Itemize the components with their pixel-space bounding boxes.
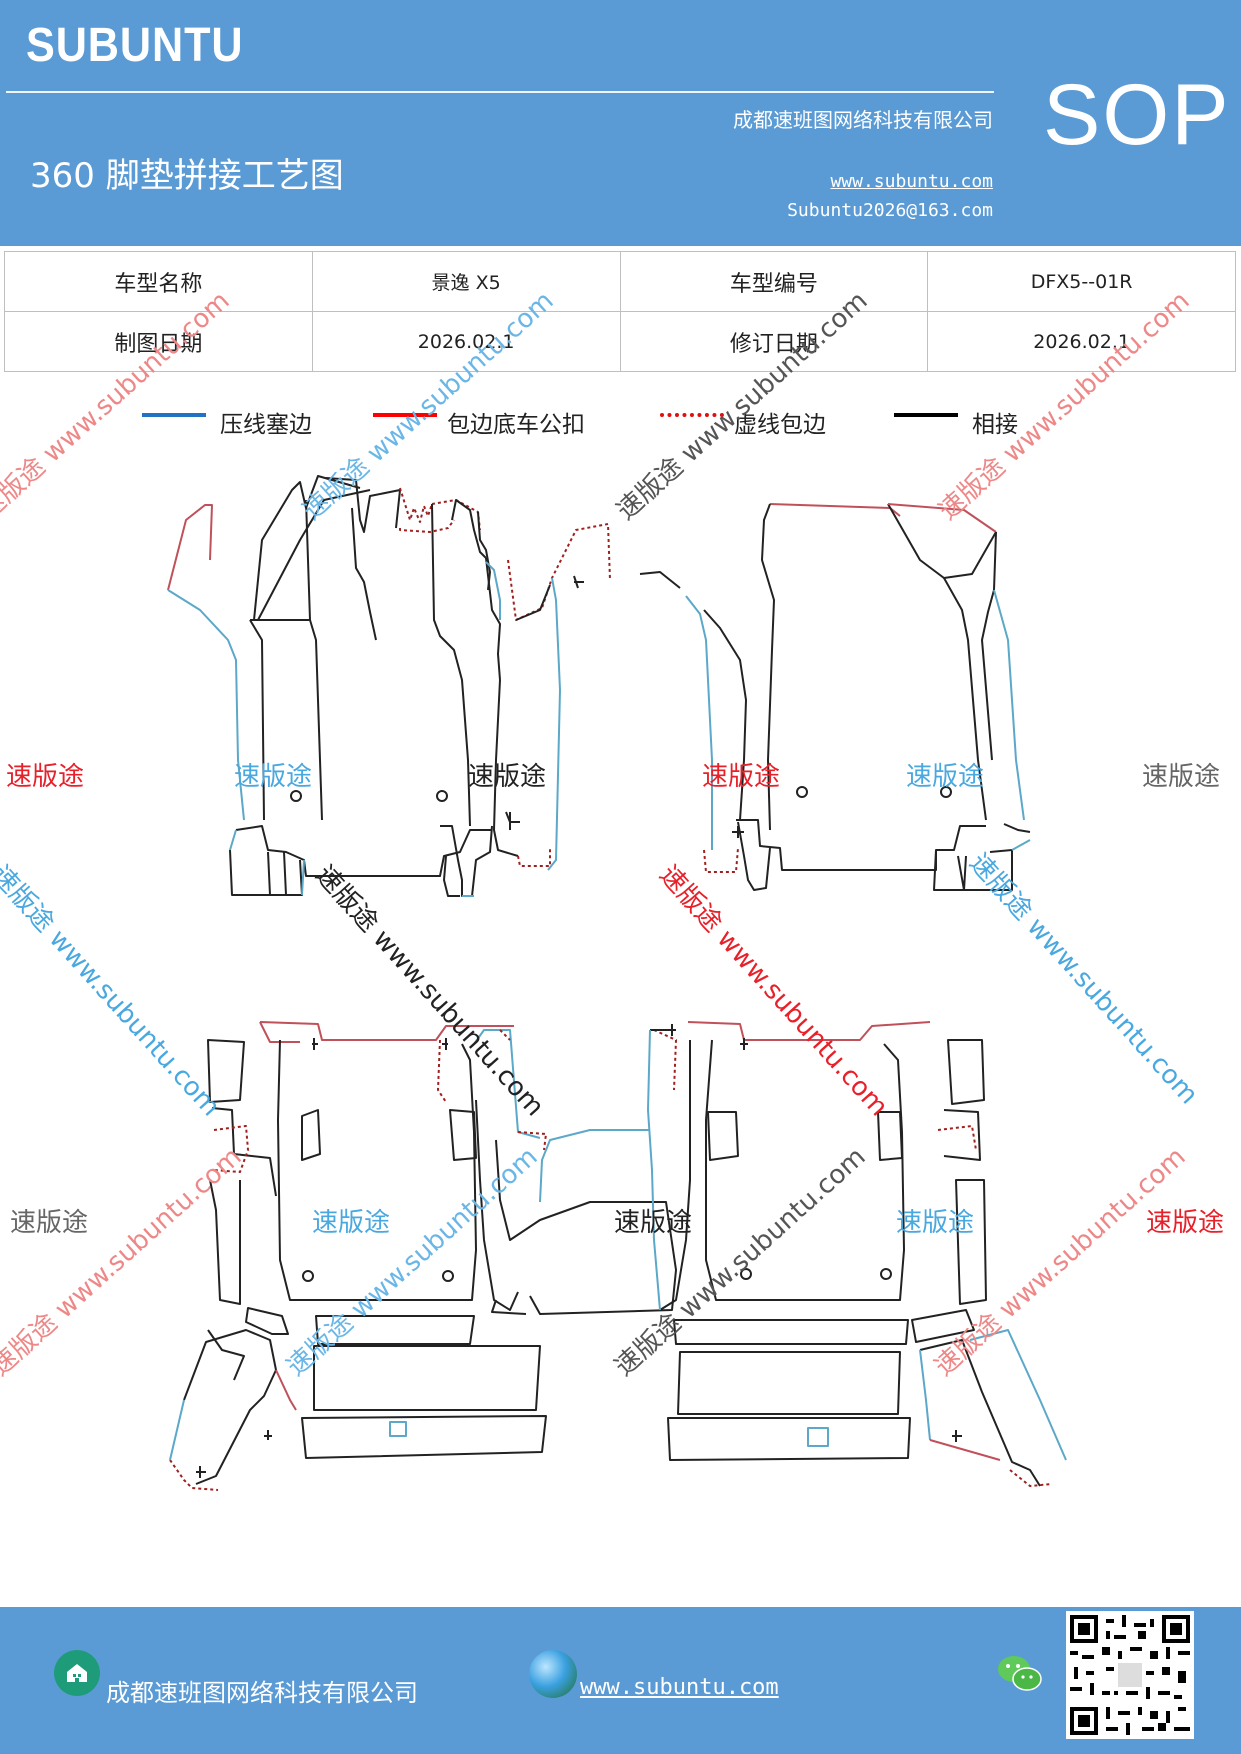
watermark-text: 速版途 [10, 1208, 89, 1238]
watermark-text: 速版途 [1142, 762, 1221, 792]
label-model-code: 车型编号 [619, 251, 929, 312]
watermark-text: 速版途 [468, 762, 547, 792]
legend-swatch-red [373, 413, 437, 417]
legend-swatch-blue [142, 413, 206, 417]
rear-left-mat [169, 1021, 677, 1491]
contact-email[interactable]: Subuntu2026@163.com [787, 200, 993, 221]
label-draw-date: 制图日期 [4, 311, 313, 372]
watermark-text: 速版途 [702, 762, 781, 792]
watermark-text: 速版途 [6, 762, 85, 792]
legend-label: 压线塞边 [220, 412, 312, 438]
floor-mat-drawing [167, 475, 1067, 1491]
vehicle-info-table: 车型名称 景逸 X5 车型编号 DFX5--01R 制图日期 2026.02.1… [4, 251, 1236, 372]
header-banner: SUBUNTU 成都速班图网络科技有限公司 360 脚垫拼接工艺图 www.su… [0, 0, 1241, 246]
label-revise-date: 修订日期 [619, 311, 929, 372]
footer-website-link[interactable]: www.subuntu.com [580, 1675, 779, 1700]
document-title: 360 脚垫拼接工艺图 [30, 156, 344, 196]
watermark-text: 速版途 [312, 1208, 391, 1238]
sop-badge: SOP [1043, 67, 1231, 163]
company-home-icon [54, 1650, 100, 1696]
value-model-name: 景逸 X5 [311, 251, 621, 312]
company-name: 成都速班图网络科技有限公司 [733, 108, 993, 132]
watermark-text: 速版途 [234, 762, 313, 792]
globe-icon [529, 1650, 577, 1698]
rear-right-mat [647, 1021, 1067, 1487]
label-model-name: 车型名称 [4, 251, 313, 312]
value-revise-date: 2026.02.1 [927, 311, 1236, 372]
legend-label: 虚线包边 [734, 412, 826, 438]
watermark-text: 速版途 [614, 1208, 693, 1238]
watermark-text: 速版途 [896, 1208, 975, 1238]
qr-code[interactable] [1066, 1611, 1194, 1739]
table-row: 车型名称 景逸 X5 车型编号 DFX5--01R [4, 251, 1236, 312]
legend-swatch-black [894, 413, 958, 417]
footer-banner: 成都速班图网络科技有限公司 www.subuntu.com [0, 1607, 1241, 1754]
value-model-code: DFX5--01R [927, 251, 1236, 312]
header-divider [6, 91, 994, 93]
wechat-icon[interactable] [996, 1653, 1044, 1695]
watermark-text: 速版途 [906, 762, 985, 792]
brand-logo-text: SUBUNTU [26, 19, 244, 72]
footer-company-name: 成都速班图网络科技有限公司 [106, 1679, 418, 1707]
website-link[interactable]: www.subuntu.com [830, 171, 993, 192]
value-draw-date: 2026.02.1 [311, 311, 621, 372]
front-right-mat [639, 503, 1031, 891]
legend-swatch-dotted [660, 413, 724, 417]
table-row: 制图日期 2026.02.1 修订日期 2026.02.1 [4, 311, 1236, 372]
front-left-mat [167, 475, 611, 897]
legend-label: 相接 [972, 412, 1018, 438]
legend-label: 包边底车公扣 [447, 412, 585, 438]
watermark-text: 速版途 [1146, 1208, 1225, 1238]
